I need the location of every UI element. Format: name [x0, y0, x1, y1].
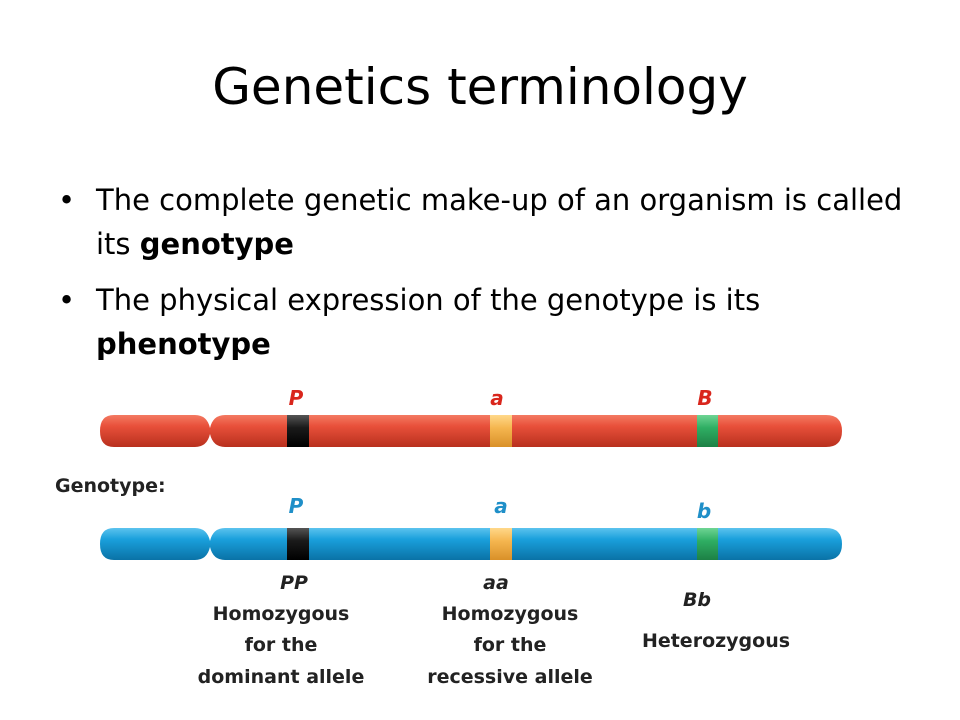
gene-band-p — [287, 415, 309, 447]
gene-band-a — [490, 415, 512, 447]
genotype-bb: Bb Heterozygous — [642, 589, 790, 652]
gene-band-p — [287, 528, 309, 560]
genotype-desc-line: Homozygous — [442, 603, 579, 625]
bullet-bold-term: phenotype — [96, 327, 271, 361]
bullet-dot-icon: • — [58, 183, 76, 217]
genotype-aa: aa Homozygous for the recessive allele — [427, 572, 593, 688]
allele-label-p: P — [289, 386, 304, 410]
bottom-chromosome: P a b — [100, 494, 842, 560]
bullet-bold-term: genotype — [139, 227, 294, 261]
genotype-desc-line: dominant allele — [198, 666, 365, 688]
bullet-dot-icon: • — [58, 283, 76, 317]
allele-label-a: a — [494, 494, 508, 518]
genotype-desc-line: for the — [245, 634, 318, 656]
chromosome-body — [100, 528, 842, 560]
genotype-desc-line: Homozygous — [213, 603, 350, 625]
allele-label-a: a — [490, 386, 504, 410]
genotype-pp: PP Homozygous for the dominant allele — [198, 572, 365, 688]
genotype-desc-line: for the — [474, 634, 547, 656]
bullet-text: The complete genetic make-up of an organ… — [96, 183, 903, 261]
genotype-code: Bb — [683, 589, 711, 611]
allele-label-b: B — [697, 386, 712, 410]
gene-band-b — [697, 415, 718, 447]
allele-label-b: b — [697, 499, 711, 523]
genotype-label: Genotype: — [55, 475, 166, 497]
gene-band-b — [697, 528, 718, 560]
bullet-item-phenotype: • The physical expression of the genotyp… — [58, 278, 918, 366]
top-chromosome: P a B — [100, 386, 842, 447]
slide-title: Genetics terminology — [212, 58, 748, 116]
genotype-code: PP — [280, 572, 308, 594]
genotype-desc-line: recessive allele — [427, 666, 593, 688]
bullet-list: • The complete genetic make-up of an org… — [58, 178, 918, 378]
genotype-desc-line: Heterozygous — [642, 630, 790, 652]
allele-label-p: P — [289, 494, 304, 518]
bullet-item-genotype: • The complete genetic make-up of an org… — [58, 178, 918, 266]
chromosome-body — [100, 415, 842, 447]
gene-band-a — [490, 528, 512, 560]
genotype-code: aa — [483, 572, 509, 594]
bullet-text: The physical expression of the genotype … — [96, 283, 761, 317]
